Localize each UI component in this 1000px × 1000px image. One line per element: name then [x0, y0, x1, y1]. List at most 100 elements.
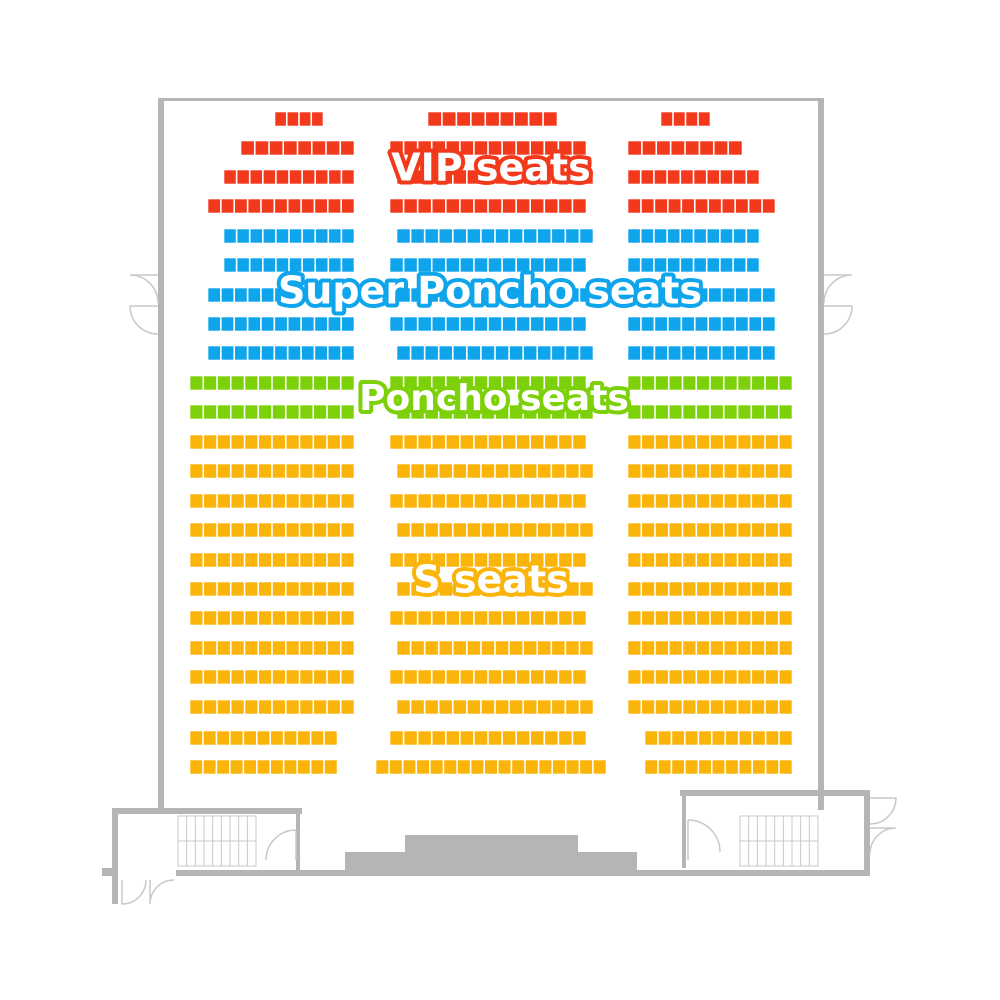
seat — [452, 287, 467, 303]
seat — [655, 581, 669, 597]
seat — [509, 581, 523, 597]
zone-label-s: S seats — [413, 558, 568, 602]
seat — [203, 375, 217, 391]
door-swing — [121, 879, 175, 905]
seat-row-vip — [223, 169, 355, 185]
seat — [627, 198, 641, 214]
seat — [258, 463, 272, 479]
seat — [778, 581, 793, 597]
seat-row-vip — [389, 198, 587, 214]
seat-row-super_poncho — [389, 316, 587, 332]
seat — [313, 581, 327, 597]
seat — [751, 493, 765, 509]
seat — [762, 198, 776, 214]
seat — [551, 522, 566, 538]
seat — [410, 169, 425, 185]
seat — [403, 730, 418, 746]
seat-row-s — [189, 552, 355, 568]
seat — [467, 169, 481, 185]
seat — [655, 404, 669, 420]
stage-top — [405, 835, 578, 855]
seat — [723, 375, 738, 391]
seat — [203, 493, 217, 509]
seat — [667, 228, 681, 244]
seat — [403, 316, 418, 332]
seat — [544, 140, 559, 156]
seat — [710, 404, 724, 420]
seat — [765, 552, 779, 568]
seat — [289, 257, 302, 273]
door-icon — [823, 274, 853, 335]
seat — [274, 287, 288, 303]
seat — [696, 552, 710, 568]
seat — [269, 140, 284, 156]
seat — [655, 522, 669, 538]
seat — [203, 522, 217, 538]
seat — [537, 581, 552, 597]
seat — [299, 111, 312, 127]
seat — [272, 522, 286, 538]
seat — [696, 581, 710, 597]
seat — [751, 463, 765, 479]
seat — [572, 375, 587, 391]
seat — [467, 463, 481, 479]
seat — [274, 198, 288, 214]
seat — [654, 198, 668, 214]
seat — [389, 610, 404, 626]
seat — [502, 493, 516, 509]
seat — [189, 552, 204, 568]
seat — [660, 111, 673, 127]
seat — [481, 522, 495, 538]
seat — [696, 610, 710, 626]
seat — [682, 434, 697, 450]
seat — [452, 522, 467, 538]
seat — [681, 316, 695, 332]
seat — [737, 581, 752, 597]
seat — [340, 463, 355, 479]
seat — [516, 552, 531, 568]
seat — [572, 610, 587, 626]
seat-row-s — [627, 610, 793, 626]
seat — [467, 699, 481, 715]
seat — [544, 730, 559, 746]
wall-segment — [864, 790, 870, 874]
seat — [389, 759, 403, 775]
seat — [230, 493, 245, 509]
seat — [403, 610, 418, 626]
seat — [217, 610, 231, 626]
seat — [558, 493, 573, 509]
seat — [262, 257, 276, 273]
seat — [737, 375, 752, 391]
seat — [641, 581, 655, 597]
seat — [481, 463, 495, 479]
seat — [667, 169, 681, 185]
seat — [696, 434, 710, 450]
seat-row-super_poncho — [627, 316, 776, 332]
seat — [299, 640, 314, 656]
seat — [711, 730, 726, 746]
seat — [778, 610, 793, 626]
seat — [720, 257, 733, 273]
seat-row-s — [644, 759, 793, 775]
seat — [565, 345, 580, 361]
seat — [762, 316, 776, 332]
seat — [247, 198, 261, 214]
seat — [725, 759, 739, 775]
seat — [258, 699, 272, 715]
seat — [313, 610, 327, 626]
seat — [495, 640, 509, 656]
seat — [654, 257, 667, 273]
zone-label-super-poncho: Super Poncho seats — [278, 269, 702, 313]
seat — [389, 552, 404, 568]
seat — [502, 552, 516, 568]
seat — [693, 169, 707, 185]
seat — [735, 287, 749, 303]
seat — [286, 111, 299, 127]
seat — [640, 257, 654, 273]
seat — [445, 493, 460, 509]
seat — [668, 640, 683, 656]
seat — [283, 730, 297, 746]
seat — [751, 610, 765, 626]
seat — [244, 699, 259, 715]
seat — [431, 375, 446, 391]
